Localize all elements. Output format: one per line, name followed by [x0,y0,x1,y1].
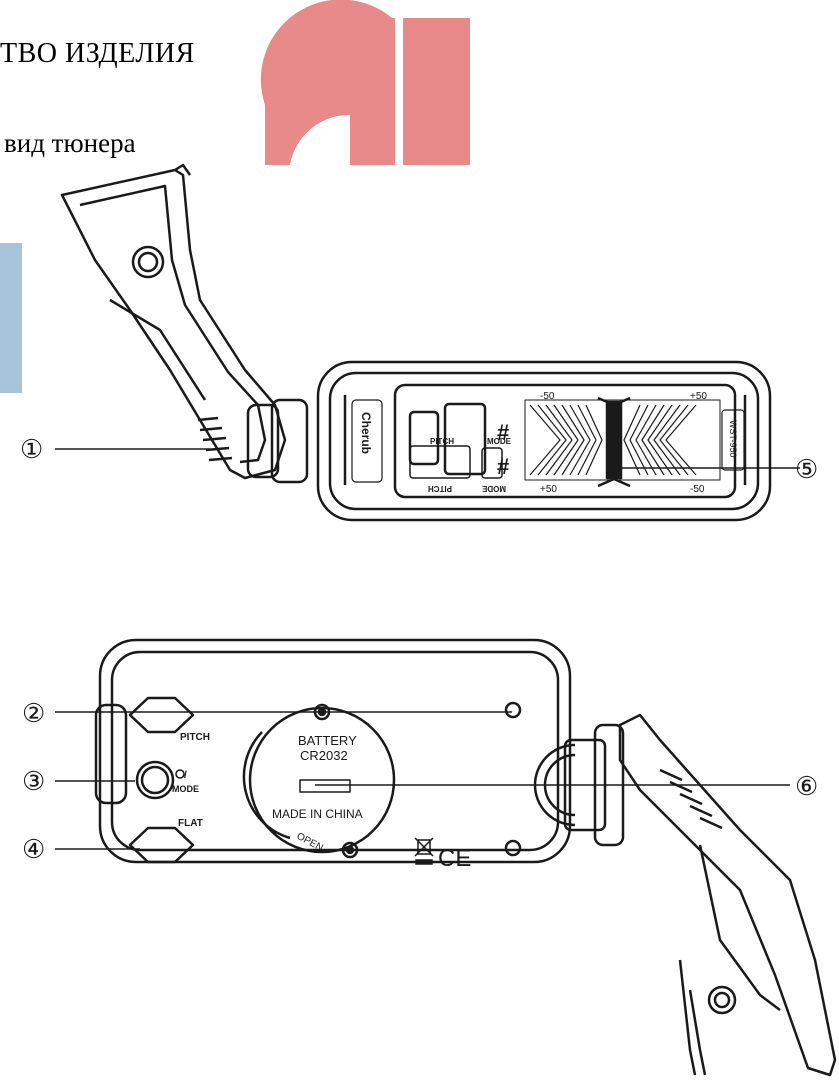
model-text: WST-950 [728,420,738,458]
case-screw [504,839,522,857]
mode-lcd-label: MODE [487,437,512,446]
back-grip-ridges [659,768,723,830]
mode-digit [481,447,503,479]
callout-4: ④ [22,835,45,864]
flat-button[interactable] [128,826,195,864]
document-heading: ТВО ИЗДЕЛИЯ [0,38,195,69]
pitch-button-label: PITCH [180,732,210,743]
cover-screw-bottom [341,841,359,859]
battery-cover-groove [242,731,291,840]
power-mode-button[interactable] [135,760,175,800]
pitch-digits [409,445,471,479]
weee-bin-icon [414,837,434,865]
pitch-lcd-label: PITCH [430,437,454,446]
case-screw [504,701,522,719]
callout-2: ② [22,699,45,728]
front-view [55,163,800,522]
model-plate [721,409,745,471]
grip-ridges [197,416,233,462]
watermark-red-bar [360,18,470,165]
pitch-lcd-label-inverted: PITCH [428,484,452,493]
watermark-red-shape [260,0,392,165]
sharp-indicator: # [497,420,509,445]
watermark-gap [395,18,403,165]
sharp-indicator: # [497,454,509,479]
power-mode-label: / [184,770,187,781]
watermark-white-cut [290,114,350,165]
cover-screw-bottom-center [345,845,355,855]
battery-type: CR2032 [300,748,348,763]
scale-label: +50 [540,484,557,495]
front-body [316,360,772,522]
back-view [55,638,837,1077]
scale-label: +50 [690,391,707,402]
callout-5: ⑤ [795,455,818,484]
brand-logo-text: Cherub [359,412,373,454]
callout-6: ⑥ [795,772,818,801]
callout-1: ① [20,435,43,464]
meter-stripes [529,404,697,476]
watermark-logo [0,0,470,393]
meter-top-marker [597,396,631,407]
meter-center-needle [605,400,623,480]
meter-bottom-marker [597,477,631,488]
note-digit [443,402,487,476]
side-grip [94,703,128,805]
battery-slot [299,779,351,793]
lcd-screen [393,383,737,499]
scale-label: -50 [690,484,705,495]
mode-lcd-label-inverted: MODE [481,484,506,493]
power-mode-label: MODE [172,784,199,794]
back-body [98,638,572,864]
power-mode-button-inner [140,765,170,795]
battery-label: BATTERY [298,733,357,748]
front-body-inner [328,371,760,511]
front-clip [60,163,287,480]
front-hinge-collar [270,398,309,484]
front-hinge [246,403,280,479]
flat-button-label: FLAT [178,818,203,829]
pitch-button[interactable] [128,696,195,734]
scale-label: -50 [540,391,555,402]
front-labels: -50 +50 +50 -50 # # PITCH MODE PITCH MOD… [359,391,738,495]
made-in-label: MADE IN CHINA [272,807,363,821]
ce-mark: CE [438,845,471,872]
callout-3: ③ [22,767,45,796]
power-icon [175,769,185,779]
octave-digit [408,410,440,466]
brand-plate [351,399,383,483]
back-labels: PITCH / MODE FLAT BATTERY CR2032 MADE IN… [172,732,471,872]
watermark-blue-bar [0,243,22,393]
section-subheading: вид тюнера [4,128,136,158]
callout-numbers: ① ⑤ ② ③ ④ ⑥ [20,435,818,864]
back-clip [618,713,837,1077]
